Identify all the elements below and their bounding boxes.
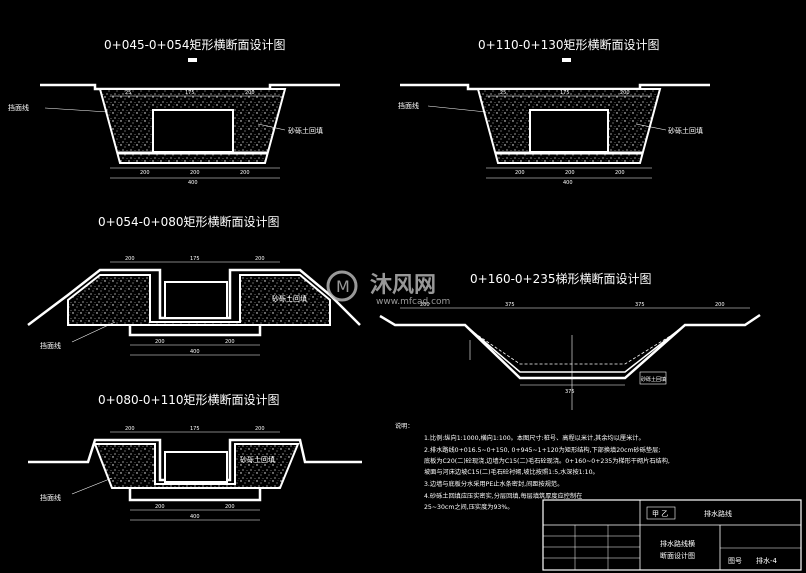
watermark-logo-text: 沐风网	[370, 273, 436, 298]
dim-text: 200	[715, 302, 725, 308]
section-0-110-0-130: 0+110-0+130矩形横断面设计图 25 175 200 200 200 2…	[398, 37, 710, 186]
annotation-box	[639, 371, 667, 385]
notes-heading: 说明：	[395, 422, 414, 430]
section-0-045-0-054: 0+045-0+054矩形横断面设计图 25 175 200 200 200 2…	[8, 37, 340, 186]
dim-text: 200	[240, 170, 250, 176]
dim-text: 200	[190, 170, 200, 176]
trench-backfill	[93, 443, 300, 489]
leader-line	[71, 477, 113, 495]
dim-text: 375	[505, 302, 515, 308]
label-ground-line: 挡面线	[398, 101, 419, 110]
logo-icon-mark: M	[336, 277, 350, 296]
dim-text: 200	[125, 256, 135, 262]
label-backfill: 砂砾土回填	[288, 126, 323, 135]
logo-icon	[326, 270, 358, 302]
leader-line	[71, 321, 116, 343]
channel-opening	[164, 281, 228, 319]
design-notes: 说明： 1.比例:纵向1:1000,横向1:100。本图尺寸:桩号、高程以米计,…	[395, 422, 670, 511]
dim-text: 400	[190, 349, 200, 355]
dim-text: 200	[255, 256, 265, 262]
note-line: 25~30cm之间,压实度为93%。	[424, 503, 513, 511]
dim-text: 400	[563, 180, 573, 186]
trench-backfill	[67, 274, 331, 326]
drawing-name-line-1: 排水路线横	[660, 539, 695, 548]
dim-text: 175	[185, 90, 195, 96]
sheet-label: 图号	[728, 557, 742, 565]
slope-lining	[464, 324, 686, 373]
project-name: 排水路线	[704, 509, 732, 518]
dim-text: 200	[225, 504, 235, 510]
dim-text: 200	[515, 170, 525, 176]
dim-text: 200	[620, 90, 630, 96]
label-backfill: 砂砾土回填	[641, 376, 666, 383]
dim-text: 25	[125, 90, 131, 96]
dim-text: 200	[420, 302, 430, 308]
dim-text: 200	[615, 170, 625, 176]
note-line: 4.砂砾土回填应压实密实,分层回填,每层填筑厚度应控制在	[424, 492, 582, 500]
dim-text: 175	[560, 90, 570, 96]
note-line: 底板为C20(二)砼现浇,边墙为C15(二)毛石砼现浇。0+160~0+235为…	[424, 457, 670, 465]
dim-text: 400	[190, 514, 200, 520]
dim-text: 200	[125, 426, 135, 432]
section-marker	[188, 58, 197, 62]
title-block-left-cell: 甲 乙	[652, 510, 668, 518]
title-block: 甲 乙 排水路线 排水路线横 断面设计图 图号 排水-4	[542, 499, 802, 571]
note-line: 2.排水路线0+016.5~0+150, 0+945~1+120为矩形结构,下部…	[424, 446, 660, 454]
label-backfill: 砂砾土回填	[240, 455, 275, 464]
watermark: M 沐风网 www.mfcad.com	[326, 270, 450, 307]
label-backfill: 砂砾土回填	[272, 294, 307, 303]
label-ground-line: 挡面线	[40, 341, 61, 350]
bottom-slab	[128, 488, 262, 502]
section-0-080-0-110: 0+080-0+110矩形横断面设计图 200 175 200 200 200 …	[28, 392, 362, 521]
dim-text: 200	[245, 90, 255, 96]
leader-line	[44, 107, 109, 113]
dim-text: 375	[635, 302, 645, 308]
section-title: 0+054-0+080矩形横断面设计图	[98, 214, 280, 229]
drawing-name-line-2: 断面设计图	[660, 551, 695, 560]
title-block-cell	[646, 506, 676, 520]
dim-text: 25	[500, 90, 506, 96]
dim-text: 175	[190, 256, 200, 262]
dim-text: 375	[565, 389, 575, 395]
section-title: 0+160-0+235梯形横断面设计图	[470, 271, 652, 286]
channel-opening	[164, 451, 228, 483]
label-ground-line: 挡面线	[8, 103, 29, 112]
note-line: 坡面与河床边坡C15(二)毛石砼衬砌,坡比按照1:5,水深按1:10。	[424, 468, 599, 476]
label-backfill: 砂砾土回填	[668, 126, 703, 135]
section-0-160-0-235: 0+160-0+235梯形横断面设计图 200 375 375 200 375 …	[379, 271, 761, 410]
section-marker	[562, 58, 571, 62]
label-ground-line: 挡面线	[40, 493, 61, 502]
dim-text: 200	[155, 339, 165, 345]
ground-line	[379, 313, 761, 380]
dim-text: 200	[140, 170, 150, 176]
section-title: 0+110-0+130矩形横断面设计图	[478, 37, 660, 52]
channel-opening	[529, 109, 609, 153]
section-title: 0+045-0+054矩形横断面设计图	[104, 37, 286, 52]
section-title: 0+080-0+110矩形横断面设计图	[98, 392, 280, 407]
dim-text: 200	[565, 170, 575, 176]
title-block-frame	[542, 499, 802, 571]
section-0-054-0-080: 0+054-0+080矩形横断面设计图 200 175 200 200 200 …	[27, 214, 361, 356]
dim-text: 400	[188, 180, 198, 186]
sheet-number: 排水-4	[756, 556, 778, 565]
dim-text: 175	[190, 426, 200, 432]
leader-line	[427, 105, 487, 113]
leader-line	[635, 123, 667, 131]
bottom-slab	[128, 325, 262, 337]
dim-text: 200	[155, 504, 165, 510]
dim-text: 200	[255, 426, 265, 432]
leader-line	[257, 123, 286, 131]
channel-opening	[152, 109, 234, 153]
note-line: 1.比例:纵向1:1000,横向1:100。本图尺寸:桩号、高程以米计,其余均以…	[424, 434, 645, 442]
dim-text: 200	[225, 339, 235, 345]
water-line	[469, 329, 681, 365]
watermark-url: www.mfcad.com	[376, 297, 450, 307]
note-line: 3.边墙与底板分水采用PE止水条密封,间距按规范。	[424, 480, 563, 488]
